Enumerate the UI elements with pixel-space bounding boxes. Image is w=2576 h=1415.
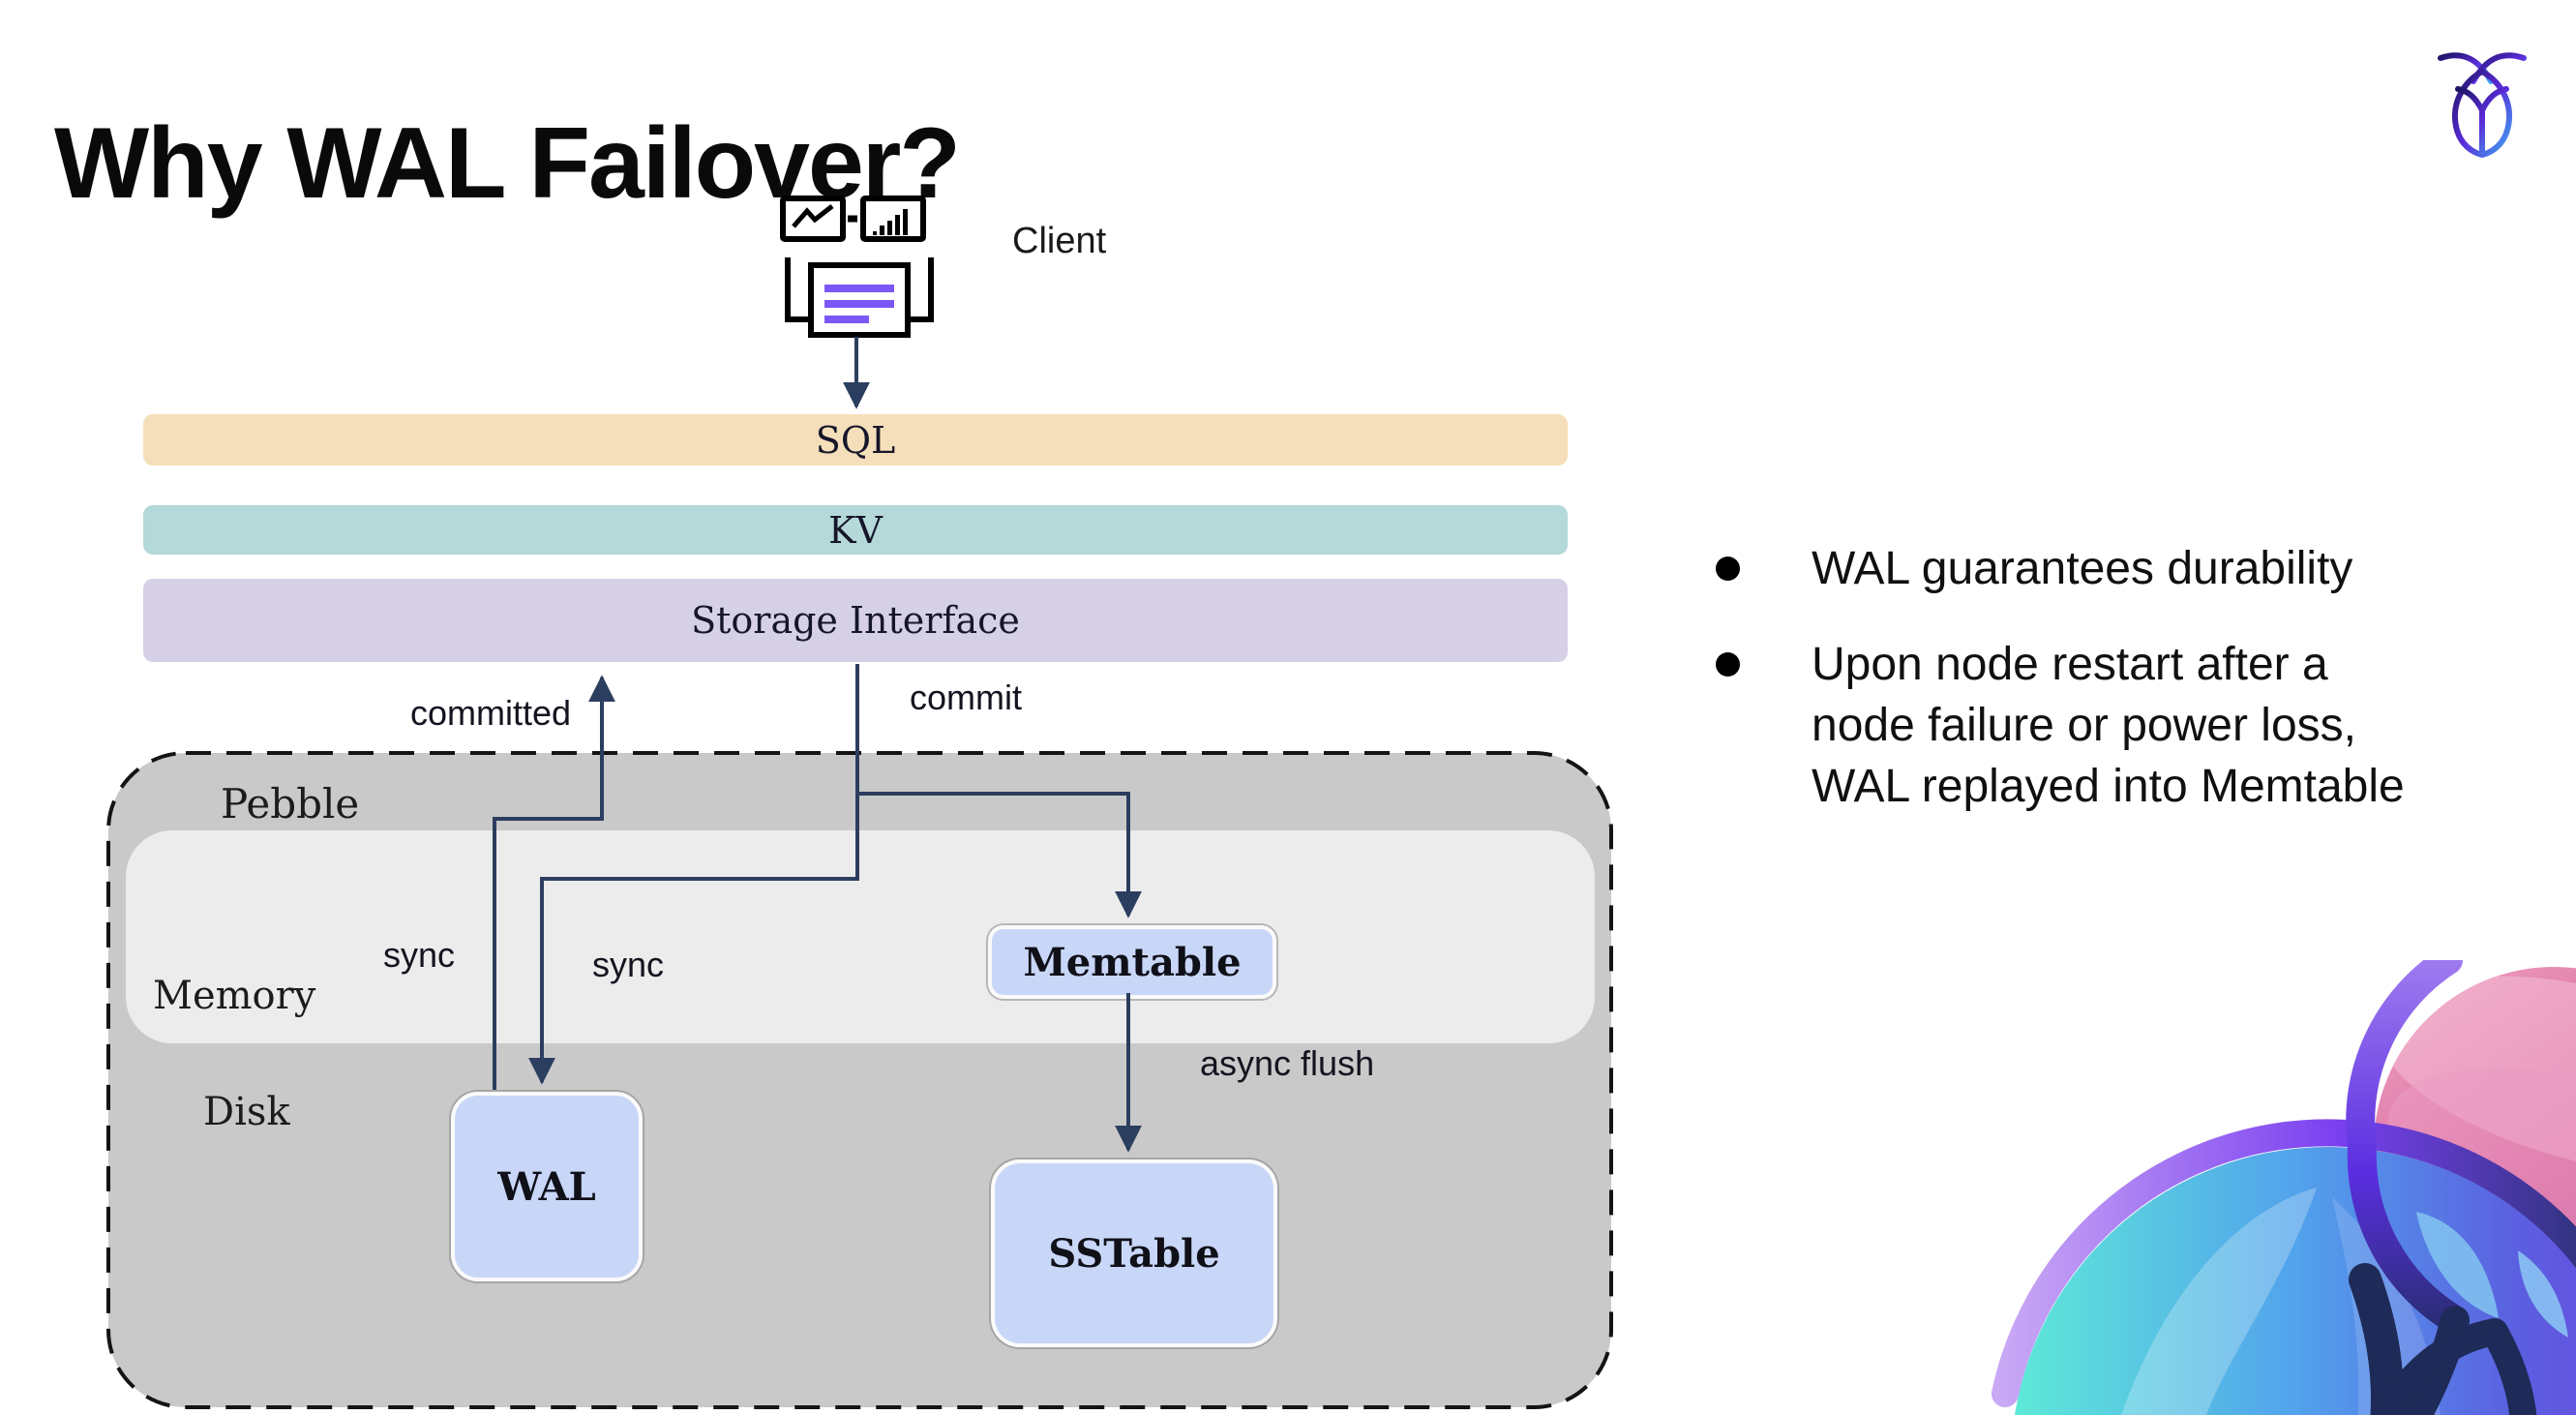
cockroachdb-logo-icon <box>2438 52 2527 159</box>
commit-label: commit <box>910 677 1022 717</box>
client-label: Client <box>1012 221 1107 261</box>
layer-kv: KV <box>143 505 1568 555</box>
sync-left-label: sync <box>383 935 456 975</box>
committed-label: committed <box>410 693 572 733</box>
bullet-text: Upon node restart after a node failure o… <box>1812 639 2405 812</box>
bullet-list: WAL guarantees durability Upon node rest… <box>1716 538 2509 852</box>
blue-petal <box>2416 1212 2499 1318</box>
disk-label: Disk <box>203 1090 290 1134</box>
memory-label: Memory <box>153 974 316 1018</box>
wal-box-label: WAL <box>497 1163 596 1210</box>
blue-petal <box>2518 1250 2568 1338</box>
layer-storage-interface: Storage Interface <box>143 579 1568 662</box>
purple-band-horizontal <box>1992 1119 2576 1407</box>
sstable-box-label: SSTable <box>1048 1230 1220 1277</box>
memtable-box-label: Memtable <box>1023 939 1242 985</box>
bullet-item: WAL guarantees durability <box>1716 538 2509 599</box>
layer-sql-label: SQL <box>815 418 896 462</box>
bullet-text: WAL guarantees durability <box>1812 543 2353 594</box>
sync-right-label: sync <box>592 945 665 984</box>
cockroach-art-decoration <box>1992 960 2576 1415</box>
pebble-label: Pebble <box>221 780 360 828</box>
bullet-dot <box>1716 652 1740 677</box>
dark-body-curves <box>2349 1263 2537 1415</box>
layer-storage-interface-label: Storage Interface <box>691 599 1020 642</box>
layer-sql: SQL <box>143 414 1568 466</box>
sstable-box: SSTable <box>991 1159 1277 1347</box>
memtable-box: Memtable <box>988 925 1276 999</box>
client-devices-icon <box>780 196 934 338</box>
purple-band-vertical <box>2346 960 2470 1335</box>
memory-band <box>126 830 1595 1043</box>
bullet-item: Upon node restart after a node failure o… <box>1716 634 2509 817</box>
bars-monitor-icon <box>860 196 926 242</box>
async-flush-label: async flush <box>1200 1043 1375 1083</box>
bullet-dot <box>1716 557 1740 581</box>
wal-box: WAL <box>451 1092 643 1281</box>
layer-kv-label: KV <box>828 508 883 552</box>
